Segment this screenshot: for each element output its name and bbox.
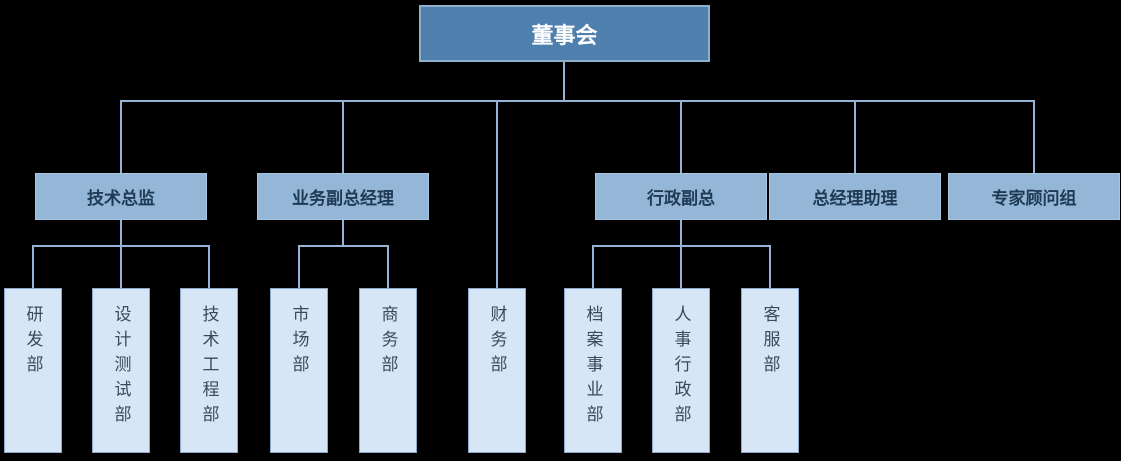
org-node-customer-service-dept-label: 客服部 [759, 305, 780, 380]
org-node-admin-vp: 行政副总 [595, 173, 767, 220]
org-node-rd-dept: 研发部 [4, 288, 62, 453]
connector-drop-archives-dept [592, 245, 594, 288]
connector-biz-horizontal [298, 245, 389, 247]
connector-drop-tech-director [120, 100, 122, 173]
connector-root-stub [563, 62, 565, 100]
org-node-commerce-dept-label: 商务部 [377, 305, 398, 380]
org-node-gm-assistant-label: 总经理助理 [812, 189, 898, 209]
org-node-tech-director-label: 技术总监 [87, 189, 155, 209]
org-node-hr-admin-dept: 人事行政部 [652, 288, 710, 453]
org-node-customer-service-dept: 客服部 [741, 288, 799, 453]
connector-drop-design-test-dept [120, 245, 122, 288]
org-node-design-test-dept: 设计测试部 [92, 288, 150, 453]
connector-drop-hr-admin-dept [680, 245, 682, 288]
connector-drop-customer-service-dept [769, 245, 771, 288]
org-node-commerce-dept: 商务部 [359, 288, 417, 453]
connector-drop-tech-eng-dept [208, 245, 210, 288]
connector-drop-gm-assistant [854, 100, 856, 173]
connector-admin-stub [680, 220, 682, 245]
org-node-design-test-dept-label: 设计测试部 [110, 305, 131, 430]
connector-drop-business-vp [342, 100, 344, 173]
org-node-board-label: 董事会 [531, 23, 598, 49]
org-node-gm-assistant: 总经理助理 [769, 173, 941, 220]
org-node-tech-eng-dept-label: 技术工程部 [198, 305, 219, 430]
org-node-archives-dept: 档案事业部 [564, 288, 622, 453]
org-node-marketing-dept-label: 市场部 [288, 305, 309, 380]
connector-tech-stub [120, 220, 122, 245]
org-node-tech-eng-dept: 技术工程部 [180, 288, 238, 453]
org-node-admin-vp-label: 行政副总 [647, 189, 715, 209]
connector-level1-horizontal [120, 100, 1035, 102]
org-node-marketing-dept: 市场部 [270, 288, 328, 453]
org-node-rd-dept-label: 研发部 [22, 305, 43, 380]
connector-drop-admin-vp [680, 100, 682, 173]
org-node-board: 董事会 [419, 5, 710, 62]
connector-drop-commerce-dept [387, 245, 389, 288]
connector-drop-marketing-dept [298, 245, 300, 288]
org-node-business-vp: 业务副总经理 [257, 173, 429, 220]
org-node-expert-advisors-label: 专家顾问组 [991, 189, 1077, 209]
org-node-finance-dept-label: 财务部 [486, 305, 507, 380]
org-node-expert-advisors: 专家顾问组 [948, 173, 1120, 220]
connector-drop-finance-dept [496, 100, 498, 288]
org-node-hr-admin-dept-label: 人事行政部 [670, 305, 691, 430]
org-node-business-vp-label: 业务副总经理 [292, 189, 394, 209]
org-node-tech-director: 技术总监 [35, 173, 207, 220]
connector-drop-rd-dept [32, 245, 34, 288]
connector-drop-expert-advisors [1033, 100, 1035, 173]
connector-biz-stub [342, 220, 344, 245]
org-node-archives-dept-label: 档案事业部 [582, 305, 603, 430]
org-node-finance-dept: 财务部 [468, 288, 526, 453]
